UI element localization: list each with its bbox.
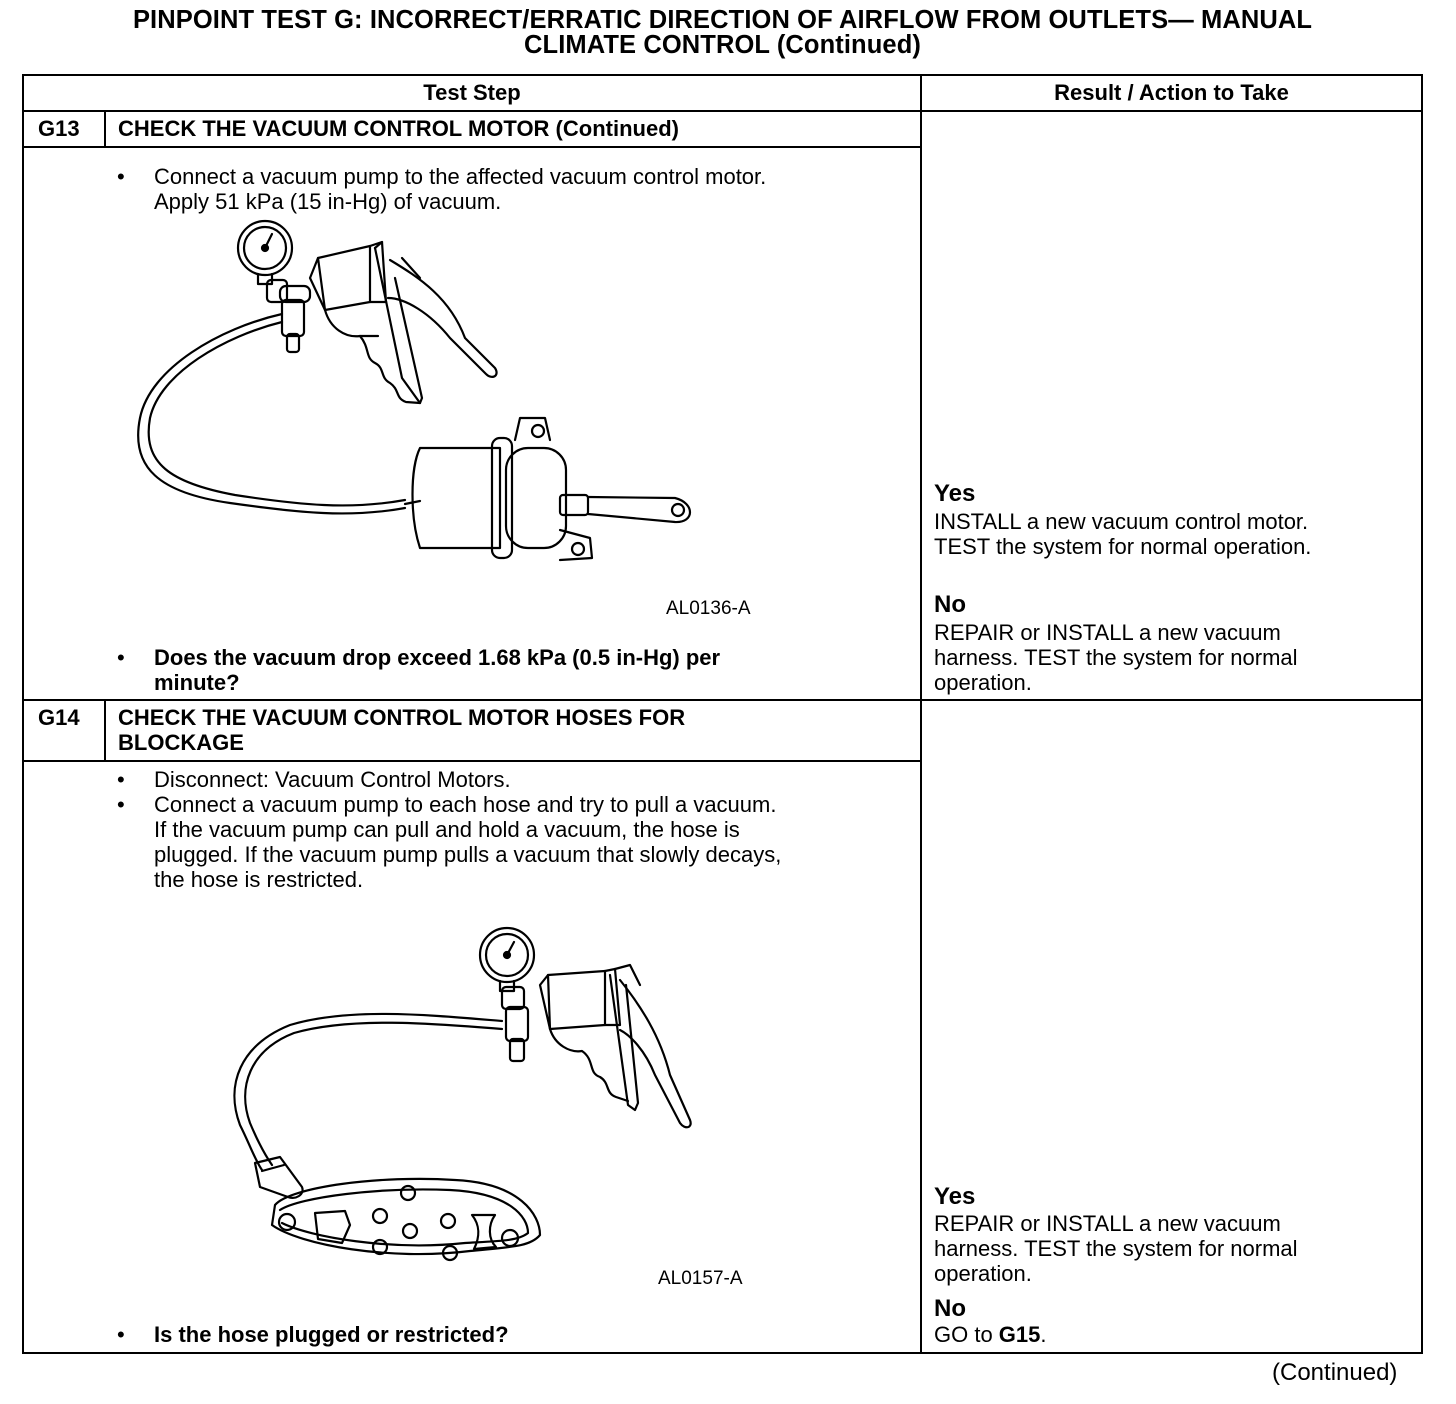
page-title-line-1: PINPOINT TEST G: INCORRECT/ERRATIC DIREC… <box>132 6 1313 34</box>
bullet-icon: • <box>117 767 125 792</box>
g13-instruction-line-1: Connect a vacuum pump to the affected va… <box>154 164 767 189</box>
g13-no-text-line-3: operation. <box>934 670 1032 695</box>
step-id-g14: G14 <box>38 705 80 730</box>
step-id-g13: G13 <box>38 116 80 141</box>
step-heading-g14-line-2: BLOCKAGE <box>118 730 244 755</box>
vacuum-pump-motor-illustration <box>137 219 692 562</box>
bullet-icon: • <box>117 164 125 189</box>
vacuum-pump-hose-illustration <box>233 926 692 1262</box>
page-title: PINPOINT TEST G: INCORRECT/ERRATIC DIREC… <box>0 6 1445 59</box>
step-separator <box>22 699 1423 701</box>
bullet-icon: • <box>117 1322 125 1347</box>
figure-id-al0157-a: AL0157-A <box>658 1268 743 1289</box>
g14-question: Is the hose plugged or restricted? <box>154 1322 509 1347</box>
g13-no-text-line-1: REPAIR or INSTALL a new vacuum <box>934 620 1281 645</box>
g13-yes-text-line-2: TEST the system for normal operation. <box>934 534 1312 559</box>
g14-no-text: GO to G15. <box>934 1322 1047 1347</box>
pinpoint-test-table <box>22 74 1423 1354</box>
g13-heading-separator <box>22 146 921 148</box>
column-divider <box>920 74 922 1354</box>
page-title-line-2: CLIMATE CONTROL (Continued) <box>524 31 921 59</box>
g14-no-prefix: GO to <box>934 1322 999 1347</box>
g14-no-label: No <box>934 1295 966 1322</box>
step-heading-g14-line-1: CHECK THE VACUUM CONTROL MOTOR HOSES FOR <box>118 705 686 730</box>
bullet-icon: • <box>117 645 125 670</box>
g13-yes-text-line-1: INSTALL a new vacuum control motor. <box>934 509 1309 534</box>
g13-yes-label: Yes <box>934 480 976 507</box>
header-separator <box>22 110 1423 112</box>
g13-no-label: No <box>934 591 966 618</box>
figure-id-al0136-a: AL0136-A <box>666 598 751 619</box>
g14-id-divider <box>104 699 106 761</box>
g14-yes-text-line-2: harness. TEST the system for normal <box>934 1236 1298 1261</box>
column-header-test-step: Test Step <box>423 80 521 105</box>
g14-instruction-line-1: Disconnect: Vacuum Control Motors. <box>154 767 511 792</box>
g14-yes-text-line-3: operation. <box>934 1261 1032 1286</box>
g13-no-text-line-2: harness. TEST the system for normal <box>934 645 1298 670</box>
g15-step-reference: G15 <box>998 1322 1041 1347</box>
g14-heading-separator <box>22 760 921 762</box>
g13-question-line-1: Does the vacuum drop exceed 1.68 kPa (0.… <box>154 645 721 670</box>
g14-instruction-line-4: plugged. If the vacuum pump pulls a vacu… <box>154 842 782 867</box>
bullet-icon: • <box>117 792 125 817</box>
g14-yes-text-line-1: REPAIR or INSTALL a new vacuum <box>934 1211 1281 1236</box>
column-header-result: Result / Action to Take <box>1054 80 1289 105</box>
g14-instruction-line-3: If the vacuum pump can pull and hold a v… <box>154 817 740 842</box>
g13-id-divider <box>104 110 106 147</box>
step-heading-g13: CHECK THE VACUUM CONTROL MOTOR (Continue… <box>118 116 679 141</box>
g13-instruction-line-2: Apply 51 kPa (15 in-Hg) of vacuum. <box>154 189 502 214</box>
continued-footer: (Continued) <box>1272 1359 1398 1386</box>
g13-question-line-2: minute? <box>154 670 240 695</box>
g14-no-suffix: . <box>1040 1322 1047 1347</box>
g14-yes-label: Yes <box>934 1183 976 1210</box>
g14-instruction-line-2: Connect a vacuum pump to each hose and t… <box>154 792 777 817</box>
g14-instruction-line-5: the hose is restricted. <box>154 867 364 892</box>
